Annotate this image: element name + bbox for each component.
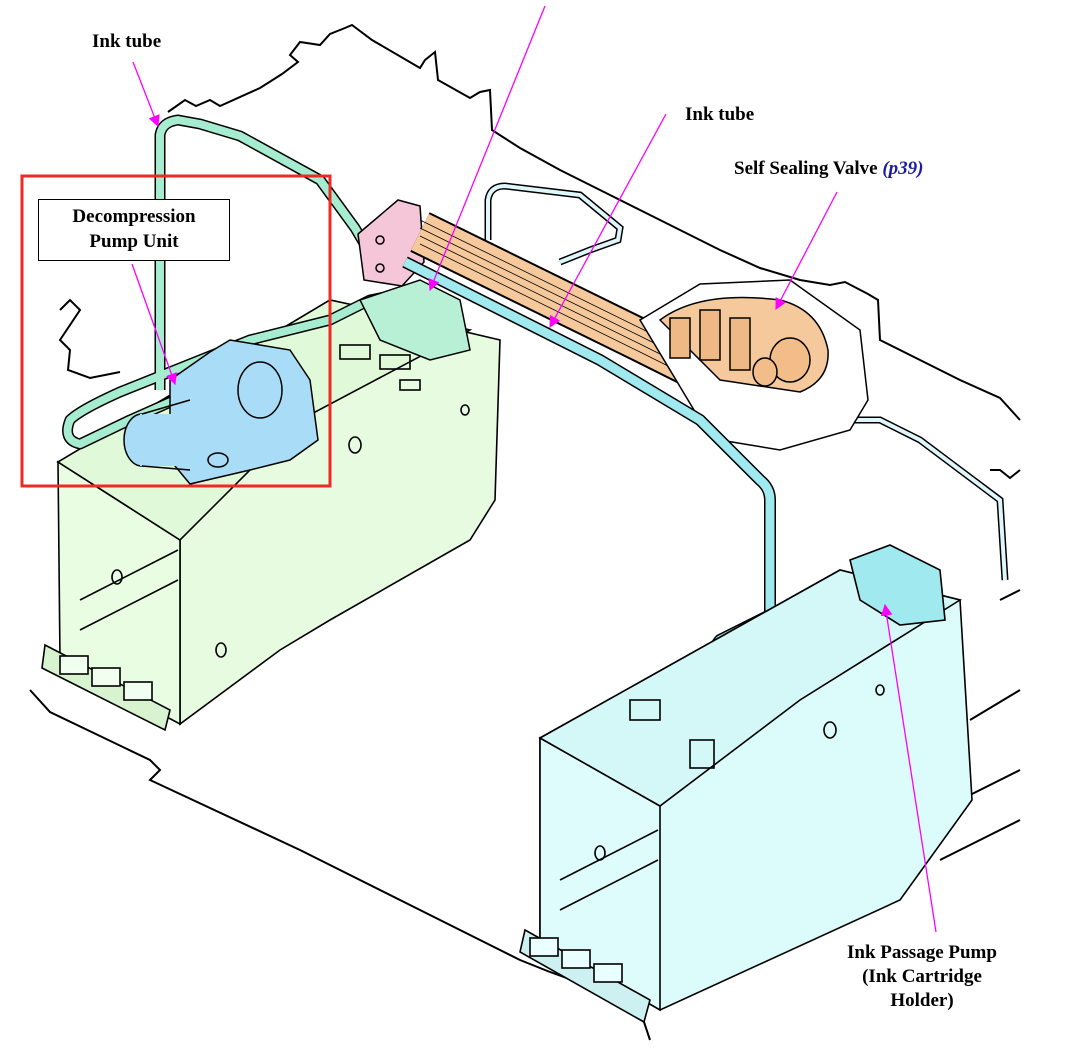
arrow-ink-tube-left xyxy=(132,61,160,128)
page-reference-link[interactable]: (p39) xyxy=(882,158,924,179)
self-sealing-valve xyxy=(638,279,869,451)
decompression-pump-line2: Pump Unit xyxy=(89,231,179,252)
label-ink-tube-center: Ink tube xyxy=(685,104,755,125)
decompression-pump xyxy=(123,339,319,485)
arrow-decompression-pump xyxy=(131,263,177,386)
self-sealing-valve-text: Self Sealing Valve xyxy=(734,158,878,179)
right-cartridge-holder xyxy=(519,544,973,1024)
callout-arrows xyxy=(131,5,937,933)
arrow-top-center xyxy=(428,5,546,292)
back-tube-loop xyxy=(484,182,1009,581)
label-ink-tube-left: Ink tube xyxy=(92,31,162,52)
label-box-decompression-pump: Decompression Pump Unit xyxy=(38,199,230,261)
label-self-sealing-valve: Self Sealing Valve (p39) xyxy=(734,157,923,181)
arrow-self-sealing-valve xyxy=(775,191,838,311)
ink-passage-pump-line1: Ink Passage Pump xyxy=(847,942,997,963)
arrow-ink-tube-center xyxy=(549,113,667,329)
ink-passage-pump-line2: (Ink Cartridge xyxy=(862,966,982,987)
decompression-pump-line1: Decompression xyxy=(72,206,196,227)
label-ink-passage-pump: Ink Passage Pump (Ink Cartridge Holder) xyxy=(832,941,1012,1013)
green-junction xyxy=(358,279,471,361)
highlight-box xyxy=(20,174,332,488)
ink-passage-pump-line3: Holder) xyxy=(890,990,954,1011)
arrow-ink-passage-pump xyxy=(880,603,937,933)
left-ink-tube xyxy=(62,114,397,450)
